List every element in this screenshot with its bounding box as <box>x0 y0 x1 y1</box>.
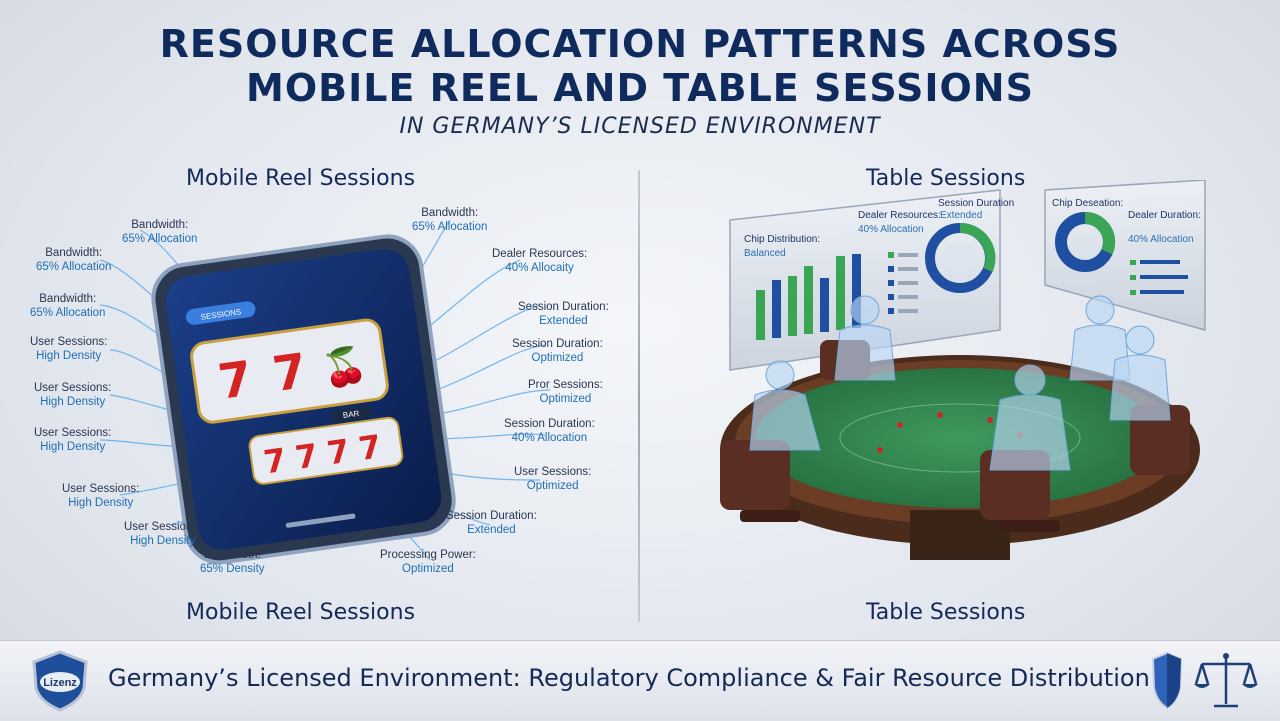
donut-chart <box>925 222 996 293</box>
chip-distribution-label: Chip Distribution: <box>744 234 820 245</box>
callout-user-sessions: User Sessions:High Density <box>34 382 112 408</box>
chart-bar <box>852 254 861 328</box>
subtitle: IN GERMANY’S LICENSED ENVIRONMENT <box>399 114 881 139</box>
dealer-duration-label: Dealer Duration: <box>1128 210 1201 221</box>
footer-text: Germany’s Licensed Environment: Regulato… <box>108 664 1150 692</box>
title-line-1: RESOURCE ALLOCATION PATTERNS ACROSS <box>159 22 1121 66</box>
chip-distribution-value: Balanced <box>744 248 786 259</box>
license-badge-icon: Lizenz <box>32 650 88 712</box>
chart-bar <box>836 256 845 330</box>
chart-bar <box>788 276 797 336</box>
callout-session-duration: Session Duration:Extended <box>446 510 537 536</box>
right-heading-bottom: Table Sessions <box>866 600 1026 625</box>
reel-symbol: 🍒 <box>319 343 369 391</box>
holographic-players <box>749 295 1171 471</box>
callout-user-sessions: User Sessions:High Density <box>30 336 108 362</box>
reel-symbol: 7 <box>325 432 352 473</box>
reel-symbol: 7 <box>356 427 383 468</box>
footer-bar <box>0 640 1280 721</box>
callout-session-duration: Session Duration:40% Allocation <box>504 418 595 444</box>
badge-text: Lizenz <box>43 677 77 689</box>
legend-rows <box>888 252 918 314</box>
table-sessions-illustration: Chip Distribution: Balanced Dealer Resou… <box>720 180 1206 560</box>
legend-rows <box>1130 260 1188 295</box>
chart-bar <box>820 278 829 332</box>
callout-user-sessions: User Sessions:High Density <box>124 521 202 547</box>
reel-symbol: 7 <box>269 343 310 403</box>
mobile-reel-illustration: SESSIONS 7 7 🍒 7 7 7 7 BAR <box>99 219 551 565</box>
reel-symbol: 7 <box>215 351 256 411</box>
chart-bar <box>772 280 781 338</box>
callout-user-sessions: User Sessions:High Density <box>34 427 112 453</box>
callout-bandwidth: Bandwidth:65% Allocation <box>122 219 198 245</box>
bar-chart <box>756 254 861 340</box>
shield-icon <box>1151 651 1183 710</box>
phone-tab <box>186 301 256 325</box>
callout-bandwidth: Bandwidth:65% Density <box>200 549 265 575</box>
session-duration-value: Extended <box>940 210 982 221</box>
chart-bar <box>756 290 765 340</box>
callout-user-sessions: User Sessions:High Density <box>62 483 140 509</box>
callout-session-duration: Session Duration:Extended <box>518 301 609 327</box>
title-line-2: MOBILE REEL AND TABLE SESSIONS <box>246 66 1034 110</box>
data-panel-2: Chip Deseation: Dealer Duration: 40% All… <box>1044 180 1206 331</box>
donut-chart <box>1055 211 1116 272</box>
reel-symbol: 7 <box>293 436 320 477</box>
callout-bandwidth: Bandwidth:65% Allocation <box>412 207 488 233</box>
dealer-resources-label: Dealer Resources: <box>858 210 941 221</box>
session-duration-label: Session Duration <box>938 198 1014 209</box>
callout-bandwidth: Bandwidth:65% Allocation <box>36 247 112 273</box>
callout-session-duration: Session Duration:Optimized <box>512 338 603 364</box>
callout-user-sessions: User Sessions:Optimized <box>514 466 592 492</box>
smartphone: SESSIONS 7 7 🍒 7 7 7 7 BAR <box>151 234 456 565</box>
callout-processing-power: Processing Power:Optimized <box>380 549 476 575</box>
dealer-resources-value: 40% Allocation <box>858 224 924 235</box>
callout-dealer-resources: Dealer Resources:40% Allocaity <box>492 248 588 274</box>
data-panel-1: Chip Distribution: Balanced Dealer Resou… <box>729 189 1014 371</box>
scales-of-justice-icon <box>1194 653 1258 708</box>
left-heading-top: Mobile Reel Sessions <box>186 166 416 191</box>
chart-bar <box>804 266 813 334</box>
center-divider <box>638 170 640 622</box>
dealer-duration-value: 40% Allocation <box>1128 234 1194 245</box>
callout-bandwidth: Bandwidth:65% Allocation <box>30 293 106 319</box>
poker-table <box>720 355 1200 560</box>
chip-deseation-label: Chip Deseation: <box>1052 198 1123 209</box>
reel-symbol: 7 <box>261 441 288 482</box>
bar-label: BAR <box>342 409 360 420</box>
right-heading-top: Table Sessions <box>866 166 1026 191</box>
callout-prior-sessions: Pror Sessions:Optimized <box>528 379 603 405</box>
left-heading-bottom: Mobile Reel Sessions <box>186 600 416 625</box>
